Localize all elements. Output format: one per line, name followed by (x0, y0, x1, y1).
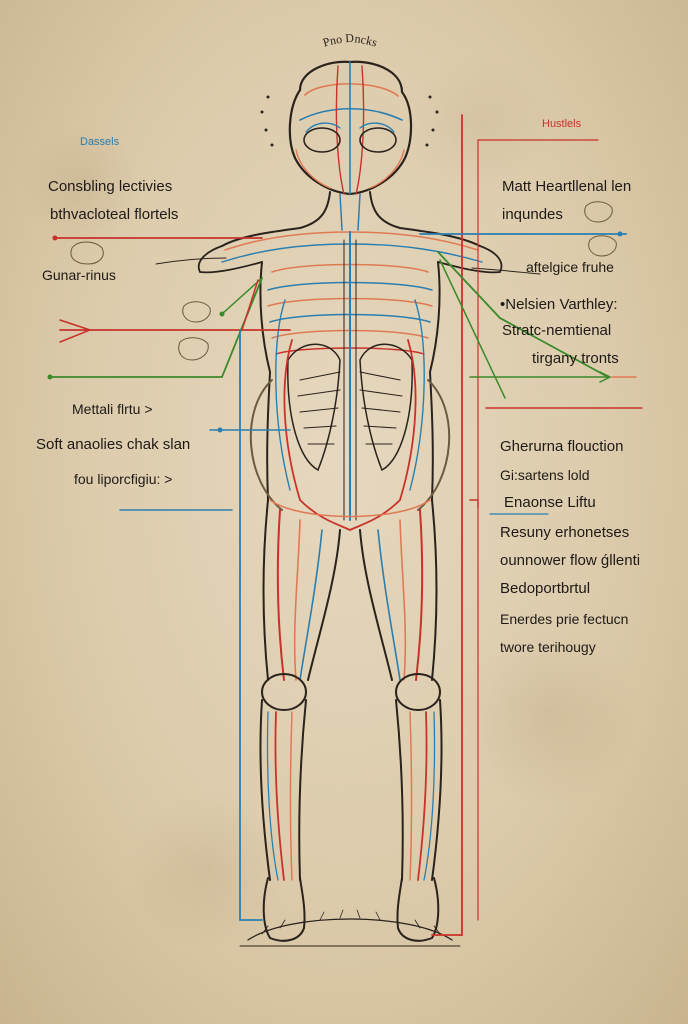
callout-line-left-blue (239, 329, 263, 921)
callout-lines (47, 114, 643, 936)
label-right-10: Resuny erhonetses (500, 524, 630, 541)
label-right-14: twore terihougy (500, 639, 596, 655)
neck-shoulders (155, 191, 541, 275)
label-left-2: bthvacloteal flortels (50, 206, 179, 223)
label-right-6: tirgany tronts (532, 350, 619, 367)
label-left-6: fou liporcfigiu: > (74, 471, 173, 487)
crown-dots (260, 95, 439, 147)
label-right-9: Enaonse Liftu (504, 494, 596, 511)
head (288, 60, 413, 196)
header-right: Hustlels (542, 118, 582, 130)
header-left: Dassels (80, 136, 120, 148)
callout-line-right-green (437, 251, 609, 378)
label-left-4: Mettali flrtu > (72, 401, 153, 417)
label-right-1: Matt Heartllenal len (502, 178, 632, 195)
label-right-2: inqundes (502, 206, 563, 223)
torso (249, 231, 451, 531)
label-right-7: Gherurna flouction (500, 438, 624, 455)
crown-text: Pno Dncks (321, 31, 379, 50)
legs (239, 499, 461, 947)
label-left-5: Soft anaolies chak slan (36, 436, 191, 453)
label-right-12: Bedoportbrtul (500, 580, 591, 597)
crown-text-path: Pno Dncks (321, 31, 379, 50)
sketch-marks (70, 201, 617, 361)
label-right-11: ounnower flow ǵllenti (500, 552, 641, 569)
callout-line-right-red (431, 114, 463, 936)
label-right-4: •Nelsien Varthley: (500, 296, 618, 313)
label-right-8: Gi:sartens lold (500, 467, 590, 483)
label-right-5: Stratc-nemtienal (502, 322, 612, 339)
label-right-13: Enerdes prie fectucn (500, 611, 629, 627)
label-left-3: Gunar-rinus (42, 267, 116, 283)
label-right-3: aftelgice fruhe (526, 259, 614, 275)
label-left-1: Consbling lectivies (48, 178, 173, 195)
